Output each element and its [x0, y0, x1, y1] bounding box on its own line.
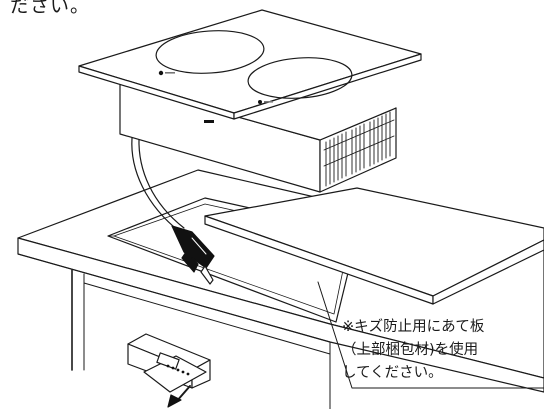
cooktop-badge: [204, 120, 214, 123]
protective-board: [204, 187, 544, 305]
cabinet: [71, 269, 331, 409]
caption-leader: [317, 281, 544, 389]
caption-line-2: （上部梱包材)を使用: [342, 342, 479, 358]
intro-text: ださい。: [10, 0, 91, 17]
caution-caption: ※キズ防止用にあて板 （上部梱包材)を使用 してください。: [342, 316, 484, 385]
burner-right: [247, 57, 353, 99]
cooktop-glass: [78, 9, 422, 120]
glass-logo-right: [258, 100, 273, 104]
glass-logo-left: [158, 70, 175, 76]
caption-line-1: ※キズ防止用にあて板: [342, 319, 485, 335]
caption-line-3: してください。: [342, 365, 443, 381]
power-cable: [131, 137, 185, 233]
pull-arrow: [167, 385, 191, 408]
cooktop-vents: [323, 111, 395, 187]
control-module: [127, 333, 211, 393]
burner-left: [155, 30, 265, 74]
power-connector: [171, 225, 215, 285]
